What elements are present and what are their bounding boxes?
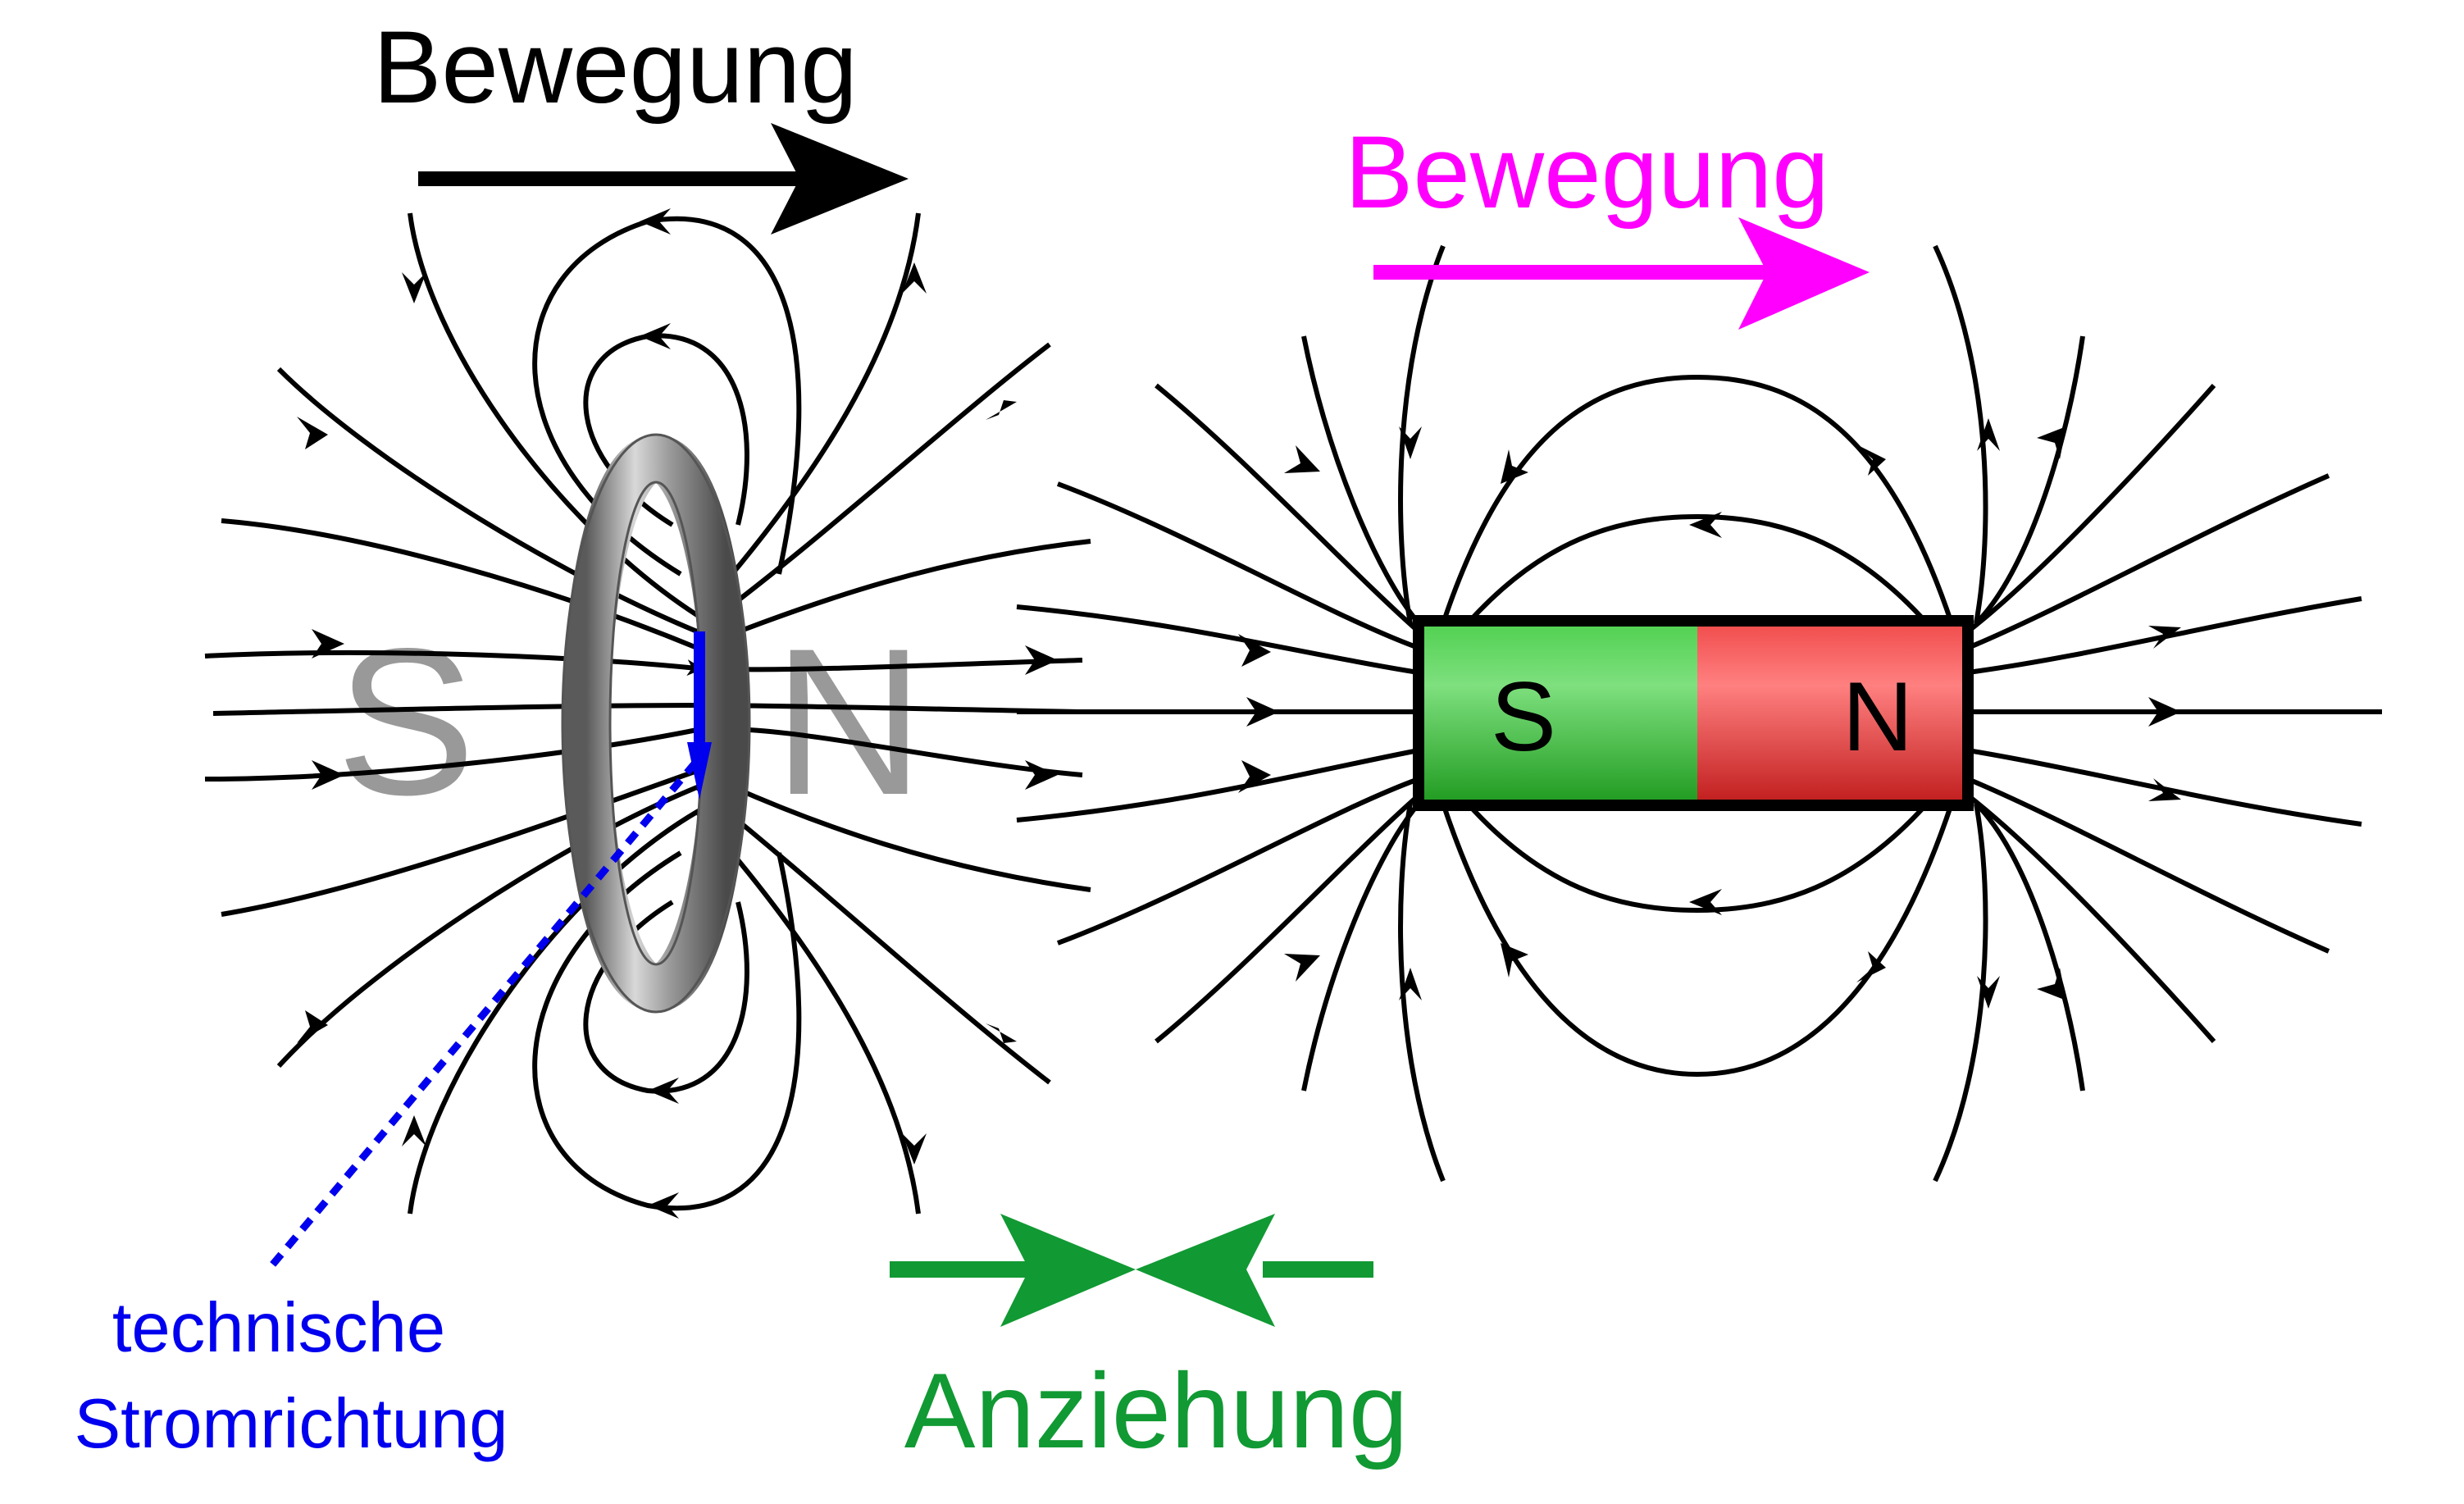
arrowhead	[312, 760, 344, 790]
field-line	[204, 726, 1083, 782]
arrowhead	[1399, 426, 1422, 459]
arrowhead	[1977, 976, 2000, 1009]
magnet-pole-n: N	[1842, 662, 1914, 772]
loop-pole-s: S	[336, 605, 476, 839]
arrowhead	[297, 417, 328, 449]
arrowhead	[312, 629, 344, 659]
loop-pole-n: N	[773, 605, 924, 839]
arrowhead	[1246, 697, 1279, 727]
attraction-arrows	[890, 1214, 1373, 1327]
arrowhead	[640, 323, 671, 349]
field-line	[1441, 803, 1954, 1078]
arrowhead	[1238, 760, 1271, 793]
arrowhead	[402, 1115, 426, 1146]
arrowhead	[2037, 968, 2066, 1000]
arrowhead	[1689, 512, 1722, 538]
magnet-north-half	[1697, 621, 1968, 805]
field-line	[1974, 801, 2085, 1092]
field-line	[212, 702, 1083, 716]
arrowhead	[1501, 943, 1528, 978]
arrowhead	[1399, 968, 1422, 1000]
current-direction-label-line1: technische	[112, 1289, 445, 1367]
arrowhead	[297, 1010, 328, 1043]
magnet-motion-arrow	[1373, 217, 1870, 330]
field-line	[532, 850, 802, 1211]
field-line	[1398, 244, 1446, 624]
arrowhead	[1977, 418, 2000, 451]
arrowhead	[2148, 778, 2181, 801]
field-line	[1974, 335, 2085, 626]
magnet-motion-label: Bewegung	[1345, 116, 1829, 230]
current-direction-label-line2: Stromrichtung	[74, 1385, 508, 1463]
field-line	[1966, 777, 2330, 954]
field-line	[1966, 793, 2216, 1043]
loop-field-arrowheads	[297, 208, 1058, 1219]
arrowhead	[986, 400, 1017, 420]
field-line	[1967, 596, 2362, 675]
field-line	[1966, 384, 2216, 634]
field-line	[1056, 481, 1420, 650]
field-line	[1301, 802, 1421, 1092]
field-line	[408, 809, 921, 1215]
arrowhead	[1856, 951, 1886, 982]
current-loop-ring	[561, 433, 751, 1014]
field-line	[1016, 748, 1419, 823]
field-line	[1967, 748, 2362, 827]
arrowhead	[648, 1078, 679, 1104]
arrowhead	[902, 262, 927, 294]
arrowhead	[986, 1023, 1017, 1043]
arrowhead	[2037, 426, 2066, 459]
field-line	[204, 649, 1083, 677]
current-label-leader	[267, 760, 699, 1269]
arrowhead	[2148, 626, 2181, 649]
magnet-field-lines	[1016, 244, 2382, 1183]
arrowhead	[1025, 645, 1058, 675]
arrowhead	[640, 208, 671, 235]
magnet-south-half	[1419, 621, 1697, 805]
field-line	[1966, 473, 2330, 650]
arrowhead	[1284, 954, 1320, 982]
field-line	[1933, 244, 1988, 624]
arrowhead	[1856, 444, 1886, 476]
arrowhead	[2148, 697, 2181, 727]
field-line	[1301, 335, 1421, 625]
field-line	[1441, 374, 1954, 624]
attraction-label: Anziehung	[904, 1351, 1408, 1470]
field-line	[1398, 803, 1446, 1183]
loop-pole-letters: S N	[336, 605, 924, 839]
arrowhead	[1025, 760, 1058, 790]
current-direction-arrow	[687, 631, 712, 800]
field-line	[1155, 383, 1420, 634]
bar-magnet: S N	[1413, 615, 1974, 811]
field-line	[583, 900, 749, 1094]
field-line	[1465, 801, 1929, 914]
field-line	[408, 212, 921, 618]
field-line	[276, 784, 1051, 1085]
loop-motion-label: Bewegung	[373, 11, 858, 125]
magnet-field-arrowheads	[1238, 418, 2181, 1009]
field-line	[1933, 803, 1988, 1183]
arrowhead	[1238, 634, 1271, 667]
arrowhead	[1501, 449, 1528, 484]
arrowhead	[402, 272, 426, 303]
field-line	[1465, 513, 1929, 626]
arrowhead	[648, 1192, 679, 1219]
field-line	[276, 342, 1051, 635]
field-line	[1155, 793, 1420, 1044]
field-line	[1056, 777, 1420, 946]
arrowhead	[902, 1133, 927, 1164]
loop-motion-arrow	[418, 123, 909, 235]
arrowhead	[1284, 445, 1320, 473]
magnet-pole-s: S	[1491, 662, 1556, 772]
arrowhead	[1689, 889, 1722, 915]
